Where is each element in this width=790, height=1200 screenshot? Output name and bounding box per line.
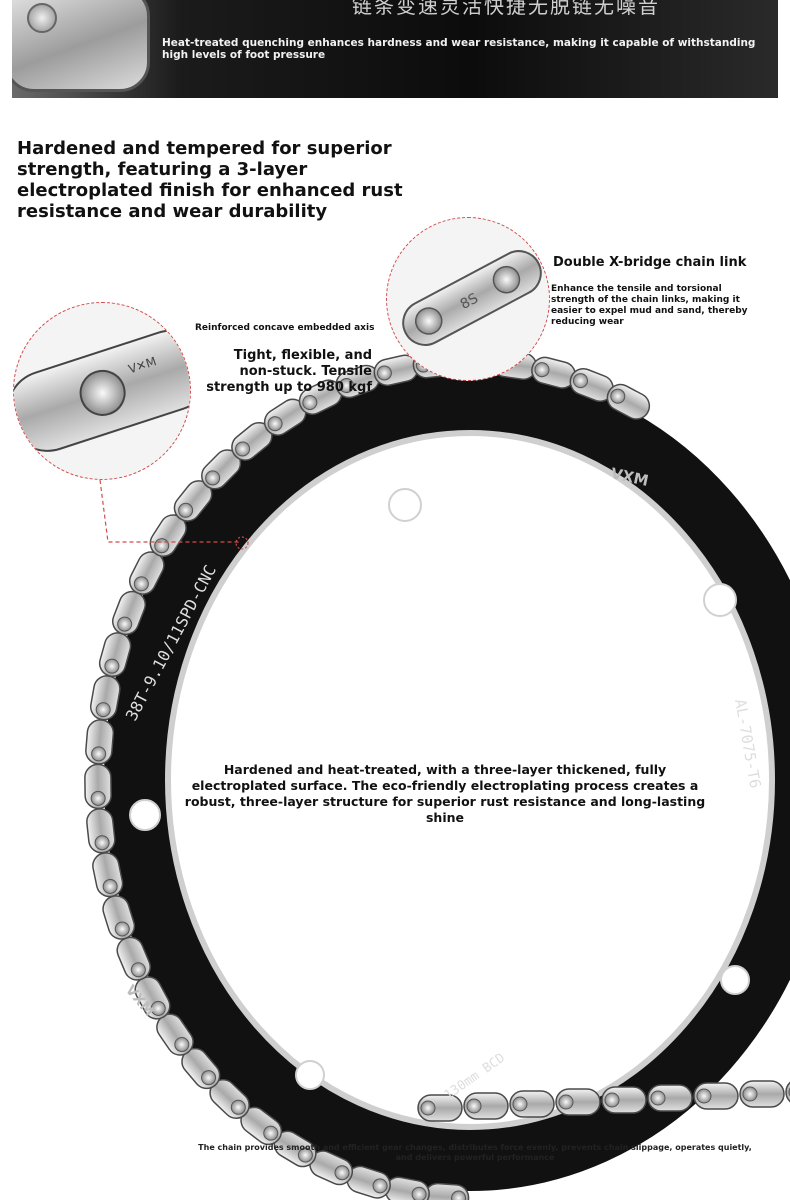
chainring-holes [129,488,750,1090]
axis-label: Reinforced concave embedded axis [195,323,375,333]
center-description: Hardened and heat-treated, with a three-… [184,762,706,825]
chain-pin [27,3,57,33]
banner-description: Heat-treated quenching enhances hardness… [162,37,756,61]
chain-link [463,1092,509,1120]
chain-link [647,1084,693,1112]
chain-link [423,1182,470,1200]
chain-link [181,1047,221,1090]
bridge-title: Double X-bridge chain link [553,255,747,270]
axis-description: Tight, flexible, and non-stuck. Tensile … [206,348,372,395]
chain-link [85,719,115,765]
chain-link [785,1081,790,1103]
axis-callout-circle: V✕M [13,302,191,480]
chain-link [606,383,651,420]
axis-callout-connector [99,479,240,543]
chain-link [739,1080,785,1108]
chain-link [201,449,242,490]
chainring-inner-bevel [165,430,775,1130]
chainring-body [104,369,790,1191]
chain-link [116,936,151,981]
chain-link [128,551,165,595]
headline: Hardened and tempered for superior stren… [17,138,403,222]
chain-link [601,1086,647,1114]
axis-closeup-image: V✕M [14,329,190,452]
bridge-description: Enhance the tensile and torsional streng… [551,284,748,327]
bridge-callout-circle: 8S [386,217,550,381]
chain-link [509,1090,555,1118]
bridge-closeup-image: 8S [402,250,542,346]
chain-link [346,1165,391,1199]
top-banner: 链条变速灵活快捷无脱链无噪音 Heat-treated quenching en… [12,0,778,98]
chain-link [84,763,112,810]
chainring-inner-cutout [172,437,768,1123]
chain-link [86,808,116,854]
chain-link [531,356,577,389]
bicycle-chain [84,348,790,1200]
footer-description: The chain provides smooth and efficient … [198,1143,752,1162]
chain-link [98,632,132,678]
banner-chain-image [12,0,150,92]
chain-link [102,895,136,940]
axis-callout-target [235,536,249,550]
chain-link [111,590,147,636]
chain-link [231,421,273,461]
chain-link [92,852,124,898]
chain-link [384,1176,430,1200]
chain-link [240,1106,283,1146]
banner-chinese-title: 链条变速灵活快捷无脱链无噪音 [352,0,660,18]
chain-link [693,1082,739,1110]
chain-link [417,1094,463,1122]
chain-link [173,480,213,522]
svg-text:8S: 8S [458,290,481,313]
chain-link [555,1088,601,1116]
chain-link [89,675,121,721]
